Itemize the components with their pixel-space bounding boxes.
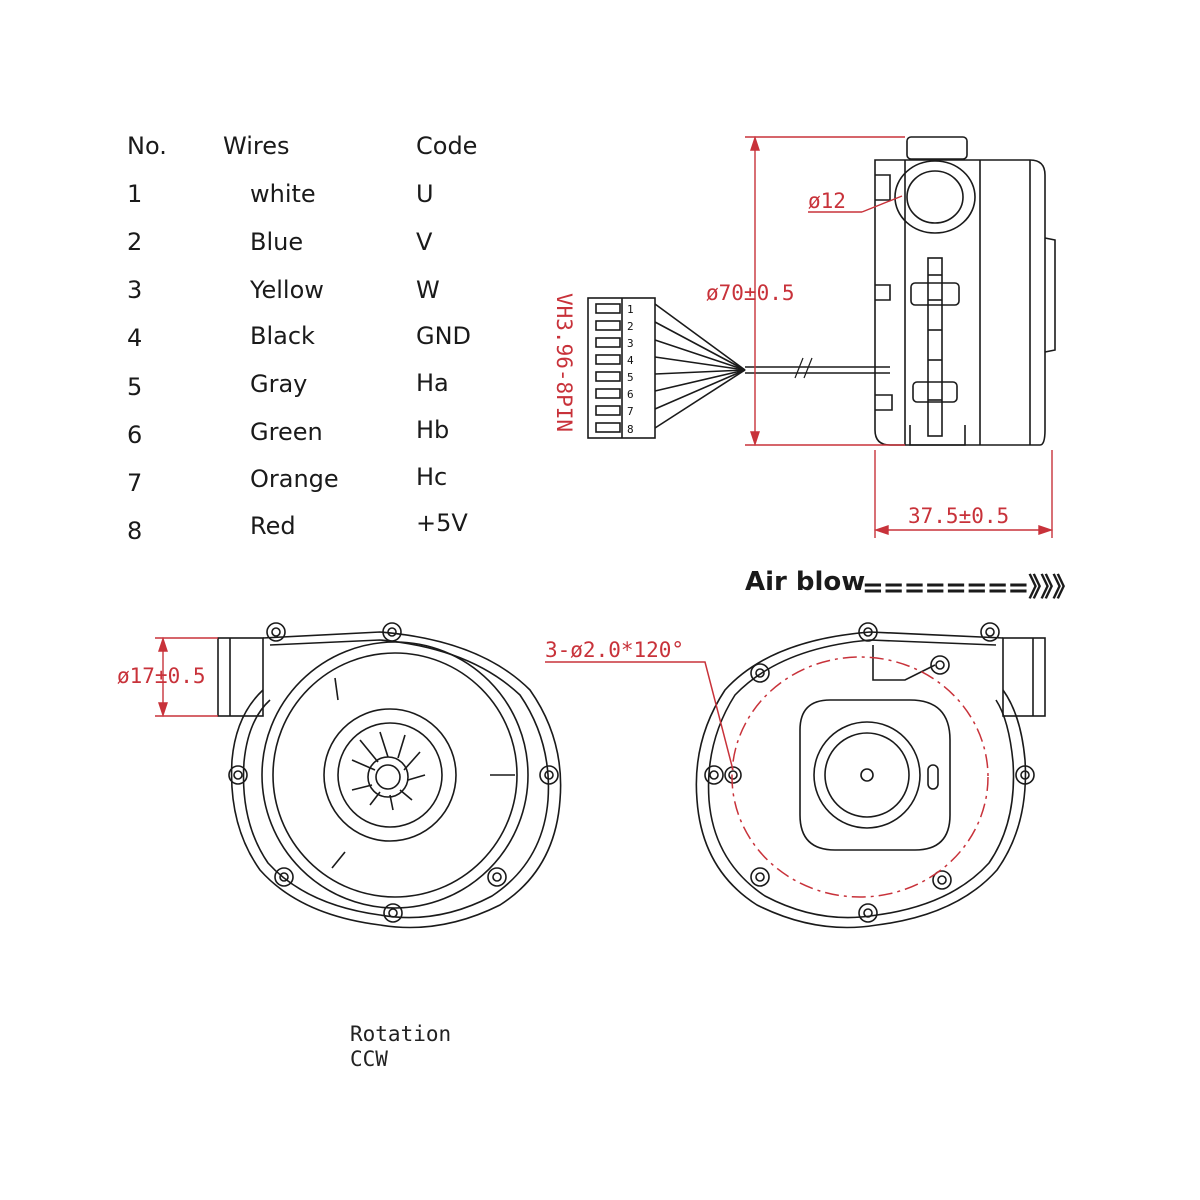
mount-holes-label: 3-ø2.0*120°: [545, 638, 684, 662]
front-view: [217, 622, 562, 929]
depth-label: 37.5±0.5: [908, 504, 1009, 528]
row-wire: Yellow: [250, 276, 324, 304]
body-diameter-label: ø70±0.5: [706, 281, 795, 305]
side-view: [587, 136, 1056, 446]
inlet-diameter-label: ø12: [808, 189, 846, 213]
row-no: 8: [127, 517, 143, 545]
back-view: [695, 622, 1046, 929]
row-wire: Red: [250, 512, 296, 540]
pin-label: 5: [627, 371, 634, 384]
header-code: Code: [416, 132, 478, 160]
pin-label: 8: [627, 423, 634, 436]
airflow-label: Air blow: [745, 567, 866, 597]
row-wire: white: [250, 180, 316, 208]
row-no: 2: [127, 228, 143, 256]
pin-label: 4: [627, 354, 634, 367]
rotation-note: Rotation CCW: [350, 1022, 451, 1072]
pin-label: 6: [627, 388, 634, 401]
row-wire: Black: [250, 322, 315, 350]
row-no: 1: [127, 180, 143, 208]
row-code: Hb: [416, 416, 450, 444]
row-no: 6: [127, 421, 143, 449]
row-no: 7: [127, 469, 143, 497]
row-code: W: [416, 276, 440, 304]
front-dimensions: [155, 636, 218, 718]
mount-hole-circle: [545, 656, 989, 898]
row-code: +5V: [416, 509, 468, 537]
row-code: Hc: [416, 463, 448, 491]
row-no: 5: [127, 373, 143, 401]
pin-label: 2: [627, 320, 634, 333]
row-code: V: [416, 228, 433, 256]
row-code: GND: [416, 322, 472, 350]
airflow-arrows: ========》》》: [862, 573, 1078, 603]
header-no: No.: [127, 132, 167, 160]
row-wire: Green: [250, 418, 323, 446]
rotation-direction: CCW: [350, 1047, 388, 1071]
connector-label: VH3.96-8PIN: [552, 293, 576, 432]
pin-label: 7: [627, 405, 634, 418]
row-wire: Gray: [250, 370, 308, 398]
pin-label: 3: [627, 337, 634, 350]
row-wire: Blue: [250, 228, 304, 256]
rotation-label: Rotation: [350, 1022, 452, 1046]
pin-label: 1: [627, 303, 634, 316]
header-wires: Wires: [223, 132, 290, 160]
row-code: U: [416, 180, 434, 208]
row-code: Ha: [416, 369, 449, 397]
row-wire: Orange: [250, 465, 339, 493]
outlet-diameter-label: ø17±0.5: [117, 664, 206, 688]
row-no: 4: [127, 324, 143, 352]
row-no: 3: [127, 276, 143, 304]
wire-table: No. Wires Code 1 white U 2 Blue V 3 Yell…: [0, 0, 560, 560]
connector-pin-labels: 1 2 3 4 5 6 7 8: [627, 303, 634, 436]
side-dimensions: [745, 135, 1054, 538]
